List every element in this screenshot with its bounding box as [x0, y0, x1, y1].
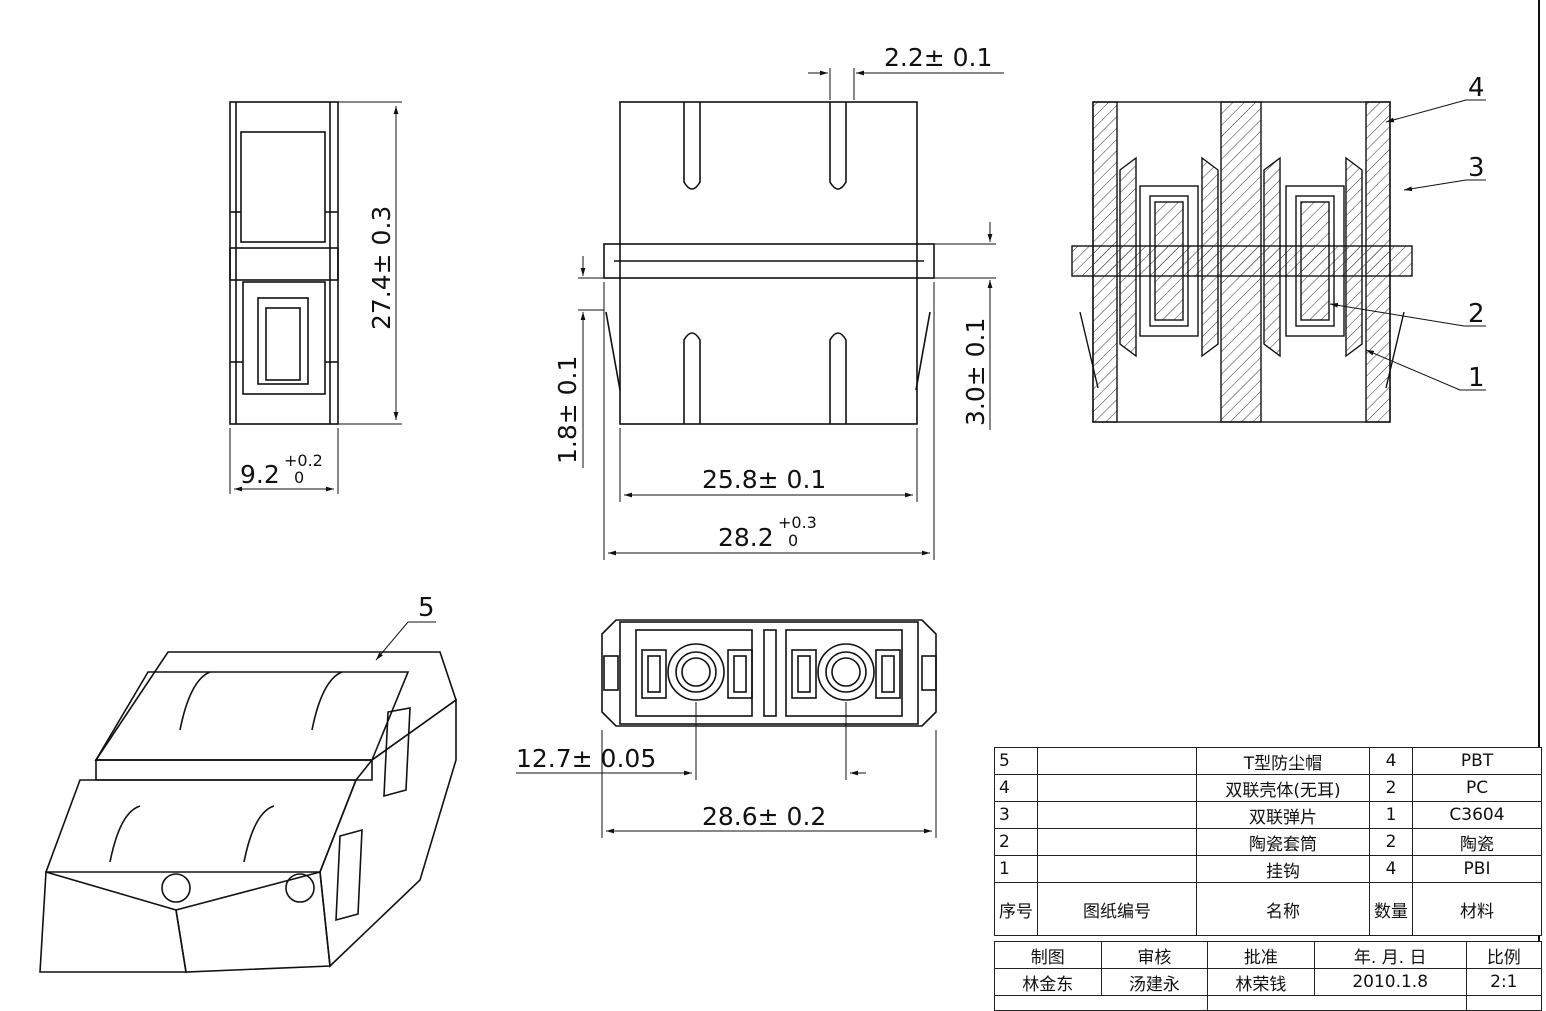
- bom-cell-drawing-no: [1037, 801, 1197, 829]
- bom-cell-no: 1: [994, 855, 1038, 883]
- end-view: [601, 619, 937, 727]
- signoff-values-row: 林金东 汤建永 林荣钱 2010.1.8 2:1: [994, 968, 1543, 996]
- signoff-labels-row: 制图 审核 批准 年. 月. 日 比例: [994, 941, 1543, 969]
- label-scale: 比例: [1465, 941, 1543, 969]
- dim-side-width-tol-top: +0.2: [284, 451, 323, 470]
- bom-cell-material: PBT: [1412, 747, 1542, 775]
- bom-cell-qty: 2: [1369, 774, 1413, 802]
- dim-overall-width-tol-top: +0.3: [778, 513, 817, 532]
- bom-header-name: 名称: [1196, 882, 1370, 936]
- dim-top-slot: 2.2± 0.1: [884, 43, 992, 72]
- bom-cell-drawing-no: [1037, 828, 1197, 856]
- label-date: 年. 月. 日: [1313, 941, 1467, 969]
- bom-cell-qty: 4: [1369, 855, 1413, 883]
- bom-cell-material: PC: [1412, 774, 1542, 802]
- bom-header-qty: 数量: [1369, 882, 1413, 936]
- bom-cell-drawing-no: [1037, 747, 1197, 775]
- iso-leader: [375, 621, 436, 661]
- spare-cell-b: [1207, 995, 1467, 1011]
- bom-header-drawing-no: 图纸编号: [1037, 882, 1197, 936]
- side-view: [229, 101, 339, 425]
- end-view-dimensions: [516, 702, 937, 838]
- bom-cell-material: 陶瓷: [1412, 828, 1542, 856]
- bom-cell-drawing-no: [1037, 855, 1197, 883]
- section-leaders: [1329, 99, 1486, 391]
- bom-header-material: 材料: [1412, 882, 1542, 936]
- callout-3: 3: [1468, 153, 1485, 183]
- bom-cell-qty: 4: [1369, 747, 1413, 775]
- dim-side-width-tol-bottom: 0: [294, 468, 304, 487]
- value-checked: 汤建永: [1100, 968, 1209, 996]
- isometric-view: [39, 651, 457, 973]
- bom-cell-name: 双联壳体(无耳): [1196, 774, 1370, 802]
- bom-cell-name: 双联弹片: [1196, 801, 1370, 829]
- signoff-spare-row: [993, 995, 1543, 1011]
- dim-overall-width: 28.2: [718, 523, 774, 552]
- dim-side-width: 9.2: [240, 460, 280, 489]
- dim-side-height: 27.4± 0.3: [367, 206, 396, 330]
- bom-cell-qty: 1: [1369, 801, 1413, 829]
- bom-cell-name: T型防尘帽: [1196, 747, 1370, 775]
- value-drawn: 林金东: [994, 968, 1102, 996]
- bom-cell-no: 3: [994, 801, 1038, 829]
- dim-flange-right: 3.0± 0.1: [961, 318, 990, 426]
- bom-header-no: 序号: [994, 882, 1038, 936]
- callout-2: 2: [1468, 299, 1485, 329]
- bom-cell-no: 4: [994, 774, 1038, 802]
- dim-pitch: 12.7± 0.05: [516, 744, 656, 773]
- bom-cell-no: 2: [994, 828, 1038, 856]
- bom-cell-material: PBI: [1412, 855, 1542, 883]
- bom-cell-name: 挂钩: [1196, 855, 1370, 883]
- front-view-dimensions: [578, 68, 1004, 560]
- value-scale: 2:1: [1465, 968, 1543, 996]
- dim-flange-left: 1.8± 0.1: [553, 356, 582, 464]
- callout-5: 5: [418, 593, 435, 623]
- label-drawn: 制图: [994, 941, 1102, 969]
- value-approved: 林荣钱: [1207, 968, 1315, 996]
- bom-cell-qty: 2: [1369, 828, 1413, 856]
- value-date: 2010.1.8: [1313, 968, 1467, 996]
- bom-header-row: 序号图纸编号名称数量材料: [994, 882, 1542, 936]
- bom-cell-no: 5: [994, 747, 1038, 775]
- bom-cell-name: 陶瓷套筒: [1196, 828, 1370, 856]
- spare-cell-a: [993, 995, 1209, 1011]
- front-view: [603, 101, 935, 425]
- section-view: [1071, 101, 1413, 423]
- spare-cell-c: [1465, 995, 1543, 1011]
- bom-cell-material: C3604: [1412, 801, 1542, 829]
- callout-4: 4: [1468, 73, 1485, 103]
- bom-cell-drawing-no: [1037, 774, 1197, 802]
- side-view-dimensions: [229, 101, 402, 494]
- signoff-table: 制图 审核 批准 年. 月. 日 比例 林金东 汤建永 林荣钱 2010.1.8…: [993, 941, 1543, 1011]
- callout-1: 1: [1468, 363, 1485, 393]
- dim-end-width: 28.6± 0.2: [702, 802, 826, 831]
- label-approved: 批准: [1207, 941, 1315, 969]
- dim-body-width: 25.8± 0.1: [702, 465, 826, 494]
- label-checked: 审核: [1100, 941, 1209, 969]
- dim-overall-width-tol-bottom: 0: [788, 531, 798, 550]
